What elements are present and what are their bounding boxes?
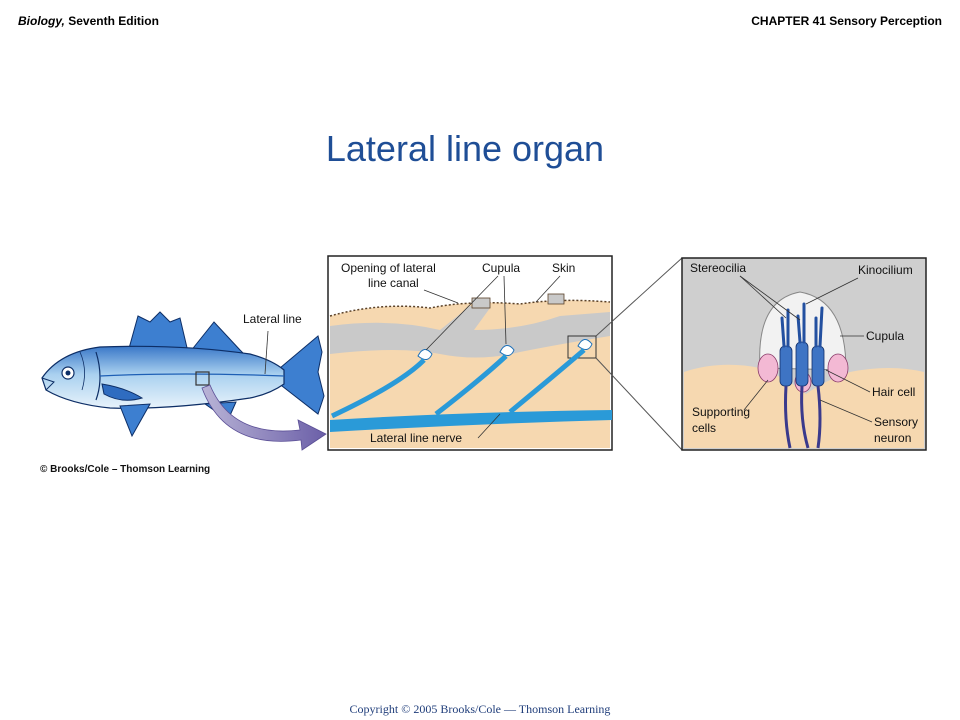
lateral-line [99,373,285,377]
fish-illustration [41,311,325,438]
label-opening-1: Opening of lateral [341,261,436,275]
book-title: Biology, [18,14,65,28]
label-skin: Skin [552,261,575,275]
label-sensory-1: Sensory [874,415,918,429]
label-sensory-2: neuron [874,431,911,445]
canal-panel [327,255,613,451]
cupula-3 [577,339,593,350]
fish-body [41,345,285,409]
cupula-1 [417,349,433,360]
label-lateral-line: Lateral line [243,312,302,326]
canal-zoom-box [567,335,597,359]
label-lateral-line-nerve: Lateral line nerve [370,431,462,445]
cupula-2 [499,345,515,356]
label-hair-cell: Hair cell [872,385,915,399]
header-chapter: CHAPTER 41 Sensory Perception [751,14,942,28]
pelvic-fin [119,403,151,438]
hair-cell-panel [681,257,927,451]
label-opening-2: line canal [368,276,419,290]
lateral-line-canal [330,306,610,358]
copyright-footer: Copyright © 2005 Brooks/Cole — Thomson L… [349,702,611,716]
label-cell-cupula: Cupula [866,329,904,343]
label-supporting-1: Supporting [692,405,750,419]
label-stereocilia: Stereocilia [690,261,746,275]
label-canal-cupula: Cupula [482,261,520,275]
book-edition: Seventh Edition [64,14,159,28]
pectoral-fin [101,383,144,401]
slide-title: Lateral line organ [325,128,605,169]
header-book-title: Biology, Seventh Edition [18,14,159,28]
dorsal-fin-front [127,311,189,353]
label-supporting-2: cells [692,421,716,435]
tail-fin [279,335,325,415]
zoom-arrow [201,384,327,451]
lateral-line-highlight-box [195,371,210,386]
credit-text: © Brooks/Cole – Thomson Learning [40,464,210,475]
lateral-line-nerve [330,410,612,432]
sensory-neuron [784,385,822,449]
label-kinocilium: Kinocilium [858,263,913,277]
